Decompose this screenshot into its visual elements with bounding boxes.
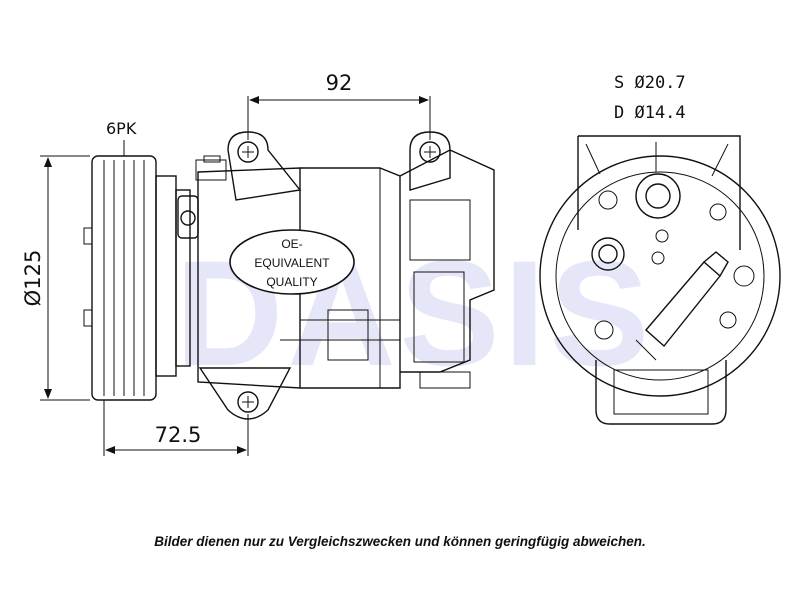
dimension-diameter-label: Ø125 <box>21 250 45 307</box>
compressor-body <box>197 149 495 389</box>
pulley <box>83 155 191 401</box>
discharge-port-label: D Ø14.4 <box>614 103 686 123</box>
belt-type-label: 6PK <box>106 119 137 138</box>
dimension-depth: 72.5 <box>103 400 249 456</box>
mounting-ears <box>198 131 451 420</box>
dimension-72-5-label: 72.5 <box>155 423 202 447</box>
badge-line1: OE- <box>281 237 302 251</box>
badge-line3: QUALITY <box>266 275 317 289</box>
side-view: OE- EQUIVALENT QUALITY 92 6PK Ø125 72.5 <box>21 71 495 456</box>
dimension-92-label: 92 <box>326 71 353 95</box>
clutch-connector <box>177 155 227 239</box>
rear-view: S Ø20.7 D Ø14.4 <box>539 73 781 425</box>
suction-port-label: S Ø20.7 <box>614 73 686 93</box>
badge-line2: EQUIVALENT <box>254 256 330 270</box>
oe-equivalent-badge: OE- EQUIVALENT QUALITY <box>229 229 355 295</box>
dimension-diameter: Ø125 <box>21 155 90 401</box>
dimension-width-top: 92 <box>247 71 431 140</box>
disclaimer-caption: Bilder dienen nur zu Vergleichszwecken u… <box>154 534 646 549</box>
